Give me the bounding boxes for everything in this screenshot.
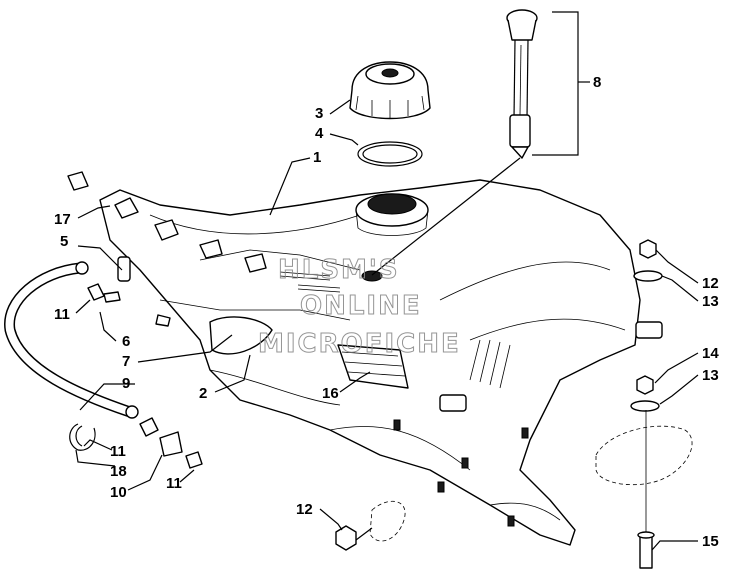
callout-15: 15 (702, 533, 719, 550)
callout-2: 2 (199, 385, 207, 402)
callout-9: 9 (122, 375, 130, 392)
callout-13-lower: 13 (702, 367, 719, 384)
callout-1: 1 (313, 149, 321, 166)
callout-10: 10 (110, 484, 127, 501)
callout-11-right: 11 (166, 475, 182, 492)
mounting-hardware (335, 239, 693, 569)
fuel-gauge-sender (506, 9, 538, 159)
fuel-fittings (69, 256, 273, 469)
callout-7: 7 (122, 353, 130, 370)
callout-4: 4 (315, 125, 324, 142)
callout-12-bottom: 12 (296, 501, 313, 518)
callout-13-upper: 13 (702, 293, 719, 310)
fuel-cap (349, 61, 431, 120)
fuel-tank (99, 179, 663, 546)
callout-16: 16 (322, 385, 339, 402)
watermark-line-3: MICROFICHE (258, 329, 461, 359)
callout-11-lower: 11 (110, 443, 126, 460)
callout-14: 14 (702, 345, 719, 362)
callout-18: 18 (110, 463, 127, 480)
fuel-line-hose (4, 261, 139, 419)
leader-lines (75, 11, 699, 551)
bracket-clip (67, 171, 89, 191)
watermark-line-2: ONLINE (300, 291, 422, 321)
callout-5: 5 (60, 233, 68, 250)
callout-8: 8 (593, 74, 601, 91)
callout-6: 6 (122, 333, 130, 350)
watermark: HLSM'S ONLINE MICROFICHE (258, 255, 461, 360)
o-ring (357, 141, 423, 167)
callout-12-right: 12 (702, 275, 719, 292)
watermark-line-1: HLSM'S (278, 255, 400, 285)
callout-17: 17 (54, 211, 71, 228)
callout-11-upper: 11 (54, 306, 70, 323)
callout-labels: 1 2 3 4 5 6 7 8 9 10 11 11 11 12 12 13 1… (54, 74, 719, 550)
callout-3: 3 (315, 105, 323, 122)
